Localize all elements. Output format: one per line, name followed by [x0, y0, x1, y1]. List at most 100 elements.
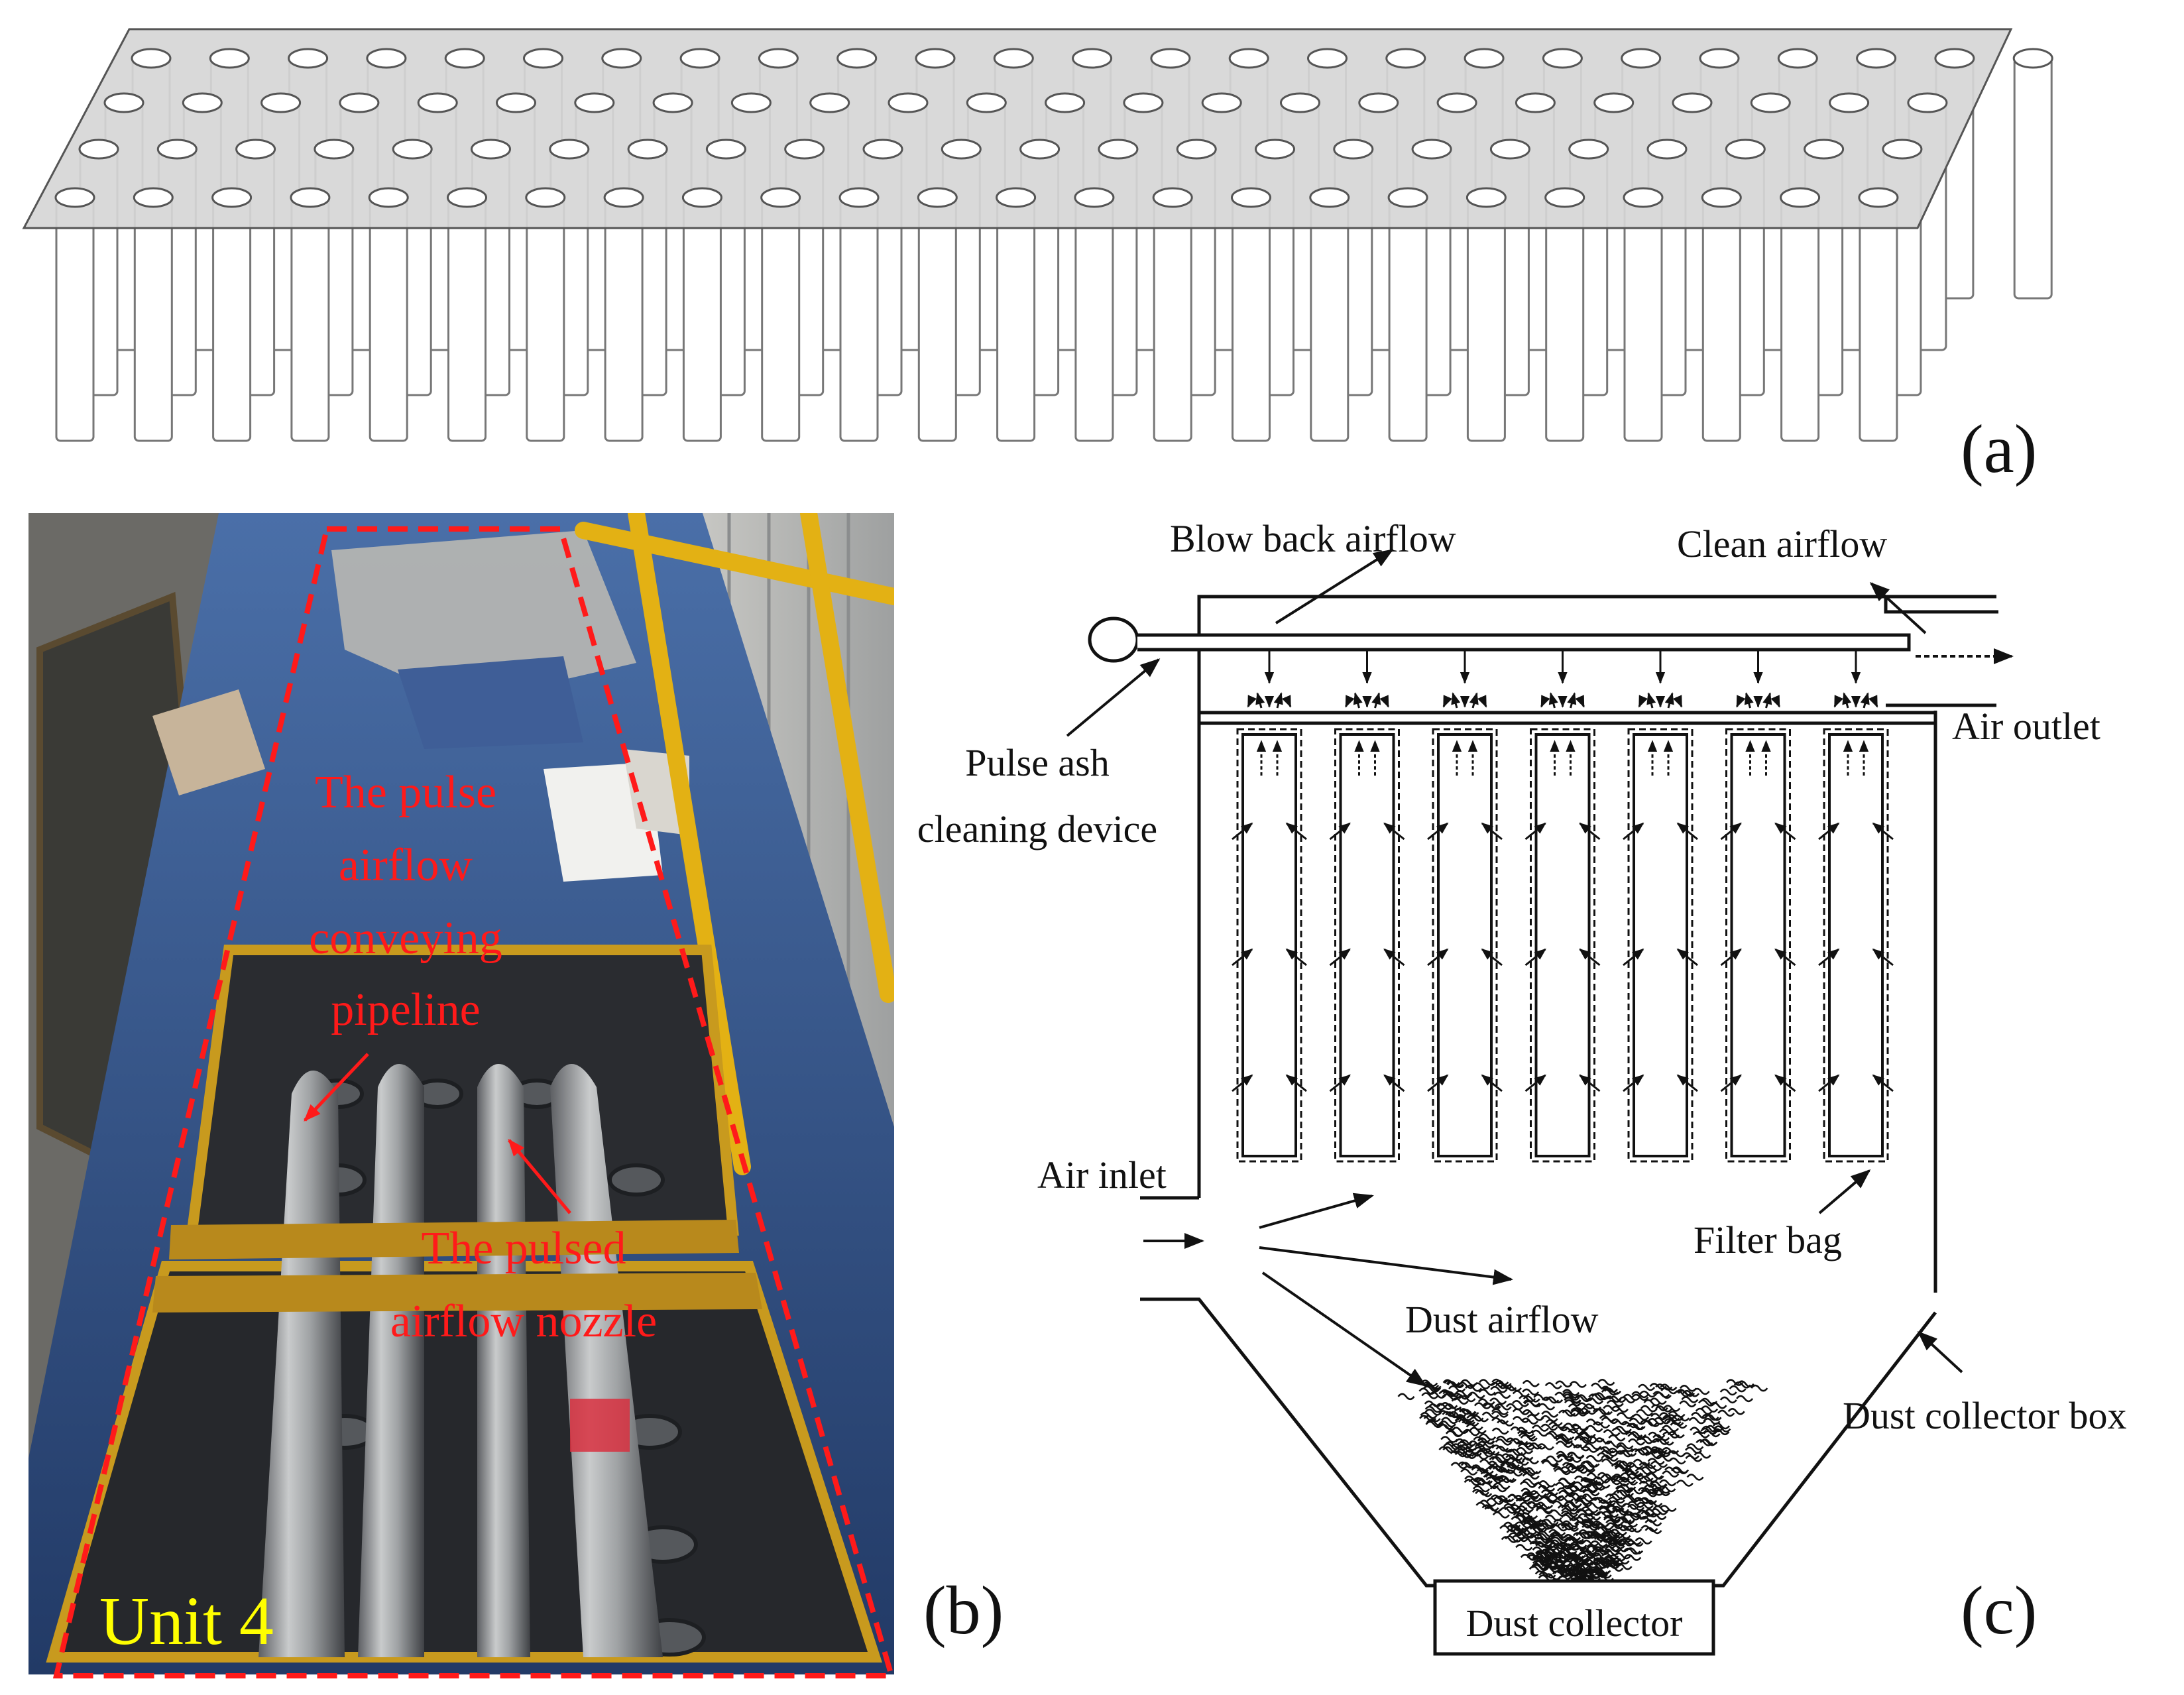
- dust-particle: [1538, 1403, 1556, 1411]
- dust-particle: [1631, 1391, 1649, 1399]
- filter-tube: [1859, 196, 1898, 442]
- dust-particle: [1560, 1510, 1578, 1518]
- dust-particle: [1469, 1427, 1487, 1434]
- tube-hole: [1777, 48, 1818, 69]
- dust-collector-box: [1433, 1579, 1715, 1656]
- dust-particle: [1617, 1516, 1635, 1523]
- dust-particle: [1719, 1396, 1737, 1404]
- dust-particle: [1581, 1506, 1599, 1513]
- dust-particle: [1504, 1506, 1522, 1513]
- dust-particle: [1529, 1541, 1547, 1548]
- tube-hole: [574, 92, 615, 113]
- dust-particle: [1638, 1383, 1656, 1391]
- dust-particle: [1653, 1489, 1671, 1497]
- tube-hole: [681, 187, 722, 208]
- dust-particle: [1536, 1443, 1554, 1450]
- dust-particle: [1638, 1447, 1656, 1454]
- dust-particle: [1649, 1513, 1667, 1520]
- tube-hole: [996, 187, 1037, 208]
- dust-particle: [1511, 1438, 1528, 1445]
- dust-particle: [1712, 1422, 1731, 1430]
- dust-particle: [1454, 1451, 1472, 1458]
- filter-tube: [761, 196, 801, 442]
- dust-particle: [1591, 1393, 1609, 1401]
- filter-tube: [1074, 196, 1114, 442]
- dust-particle: [1548, 1529, 1566, 1537]
- dust-particle: [1567, 1464, 1585, 1472]
- dust-particle: [1458, 1395, 1476, 1403]
- dust-particle: [1603, 1554, 1621, 1562]
- dust-particle: [1521, 1417, 1538, 1425]
- dust-particle: [1601, 1454, 1619, 1462]
- tube-hole: [1074, 187, 1115, 208]
- dust-particle: [1448, 1385, 1466, 1393]
- filter-tube: [55, 196, 95, 442]
- dust-particle: [1562, 1525, 1580, 1532]
- dust-particle: [1597, 1526, 1615, 1533]
- tube-hole: [1231, 187, 1271, 208]
- tube-hole: [209, 48, 250, 69]
- dust-particle: [1691, 1412, 1709, 1419]
- tube-hole: [679, 48, 720, 69]
- tube-hole: [603, 187, 644, 208]
- pulse-device-label-1: Pulse ash: [965, 741, 1110, 784]
- dust-particle: [1668, 1450, 1686, 1458]
- dust-particle: [1635, 1537, 1652, 1545]
- dust-particle: [1440, 1389, 1458, 1397]
- dust-particle: [1529, 1490, 1547, 1497]
- dust-particle: [1544, 1539, 1563, 1546]
- dust-particle: [1445, 1430, 1463, 1438]
- dust-particle: [1592, 1559, 1610, 1567]
- dust-particle: [1631, 1448, 1648, 1456]
- nozzle-annotation: The pulsed airflow nozzle: [390, 1223, 657, 1347]
- dust-particle: [1555, 1380, 1573, 1388]
- filter-bag: [1524, 650, 1601, 1163]
- dust-particle: [1692, 1431, 1710, 1438]
- dust-particle: [1560, 1547, 1578, 1555]
- dust-particle: [1608, 1539, 1626, 1547]
- dust-particle: [1726, 1379, 1744, 1386]
- dust-particle: [1647, 1458, 1665, 1465]
- dust-particle: [1489, 1397, 1507, 1405]
- dust-particle: [1515, 1512, 1533, 1520]
- dust-particle: [1490, 1381, 1508, 1389]
- dust-particle: [1522, 1388, 1540, 1396]
- dust-particle: [1570, 1409, 1588, 1417]
- dust-particle: [1460, 1468, 1478, 1476]
- dust-particle: [1598, 1507, 1616, 1514]
- tube-hole: [1623, 187, 1664, 208]
- dust-particle: [1640, 1419, 1658, 1427]
- dust-particle: [1532, 1554, 1550, 1562]
- dust-particle: [1494, 1454, 1512, 1461]
- panel-a-label: (a): [1961, 411, 2037, 487]
- tube-hole: [1882, 139, 1923, 160]
- dust-particle: [1505, 1535, 1523, 1543]
- dust-particle: [1494, 1403, 1512, 1411]
- dust-particle: [1561, 1427, 1579, 1434]
- dust-particle: [1649, 1448, 1668, 1456]
- dust-particle: [1688, 1417, 1706, 1425]
- dust-particle: [1638, 1462, 1656, 1469]
- dust-particle: [1519, 1395, 1536, 1403]
- dust-particle: [1512, 1390, 1530, 1397]
- dust-particle: [1709, 1401, 1727, 1409]
- dust-particle: [1642, 1420, 1660, 1427]
- dust-particle: [1601, 1417, 1619, 1425]
- panel-c: [1066, 549, 2014, 1656]
- dust-particle: [1553, 1519, 1571, 1526]
- dust-particle: [1631, 1413, 1650, 1421]
- dust-particle: [1481, 1411, 1499, 1419]
- dust-particle: [1570, 1423, 1588, 1431]
- dust-particle: [1515, 1532, 1532, 1539]
- dust-particle: [1442, 1390, 1460, 1397]
- filter-tube: [1232, 196, 1271, 442]
- tube-hole: [1307, 48, 1348, 69]
- dust-particle: [1562, 1389, 1580, 1396]
- dust-particle: [1566, 1558, 1584, 1565]
- dust-particle: [1540, 1543, 1558, 1551]
- dust-particle: [1540, 1551, 1558, 1558]
- tube-hole: [862, 139, 903, 160]
- dust-particle: [1663, 1405, 1681, 1412]
- dust-particle: [1614, 1425, 1632, 1433]
- dust-particle: [1570, 1541, 1587, 1549]
